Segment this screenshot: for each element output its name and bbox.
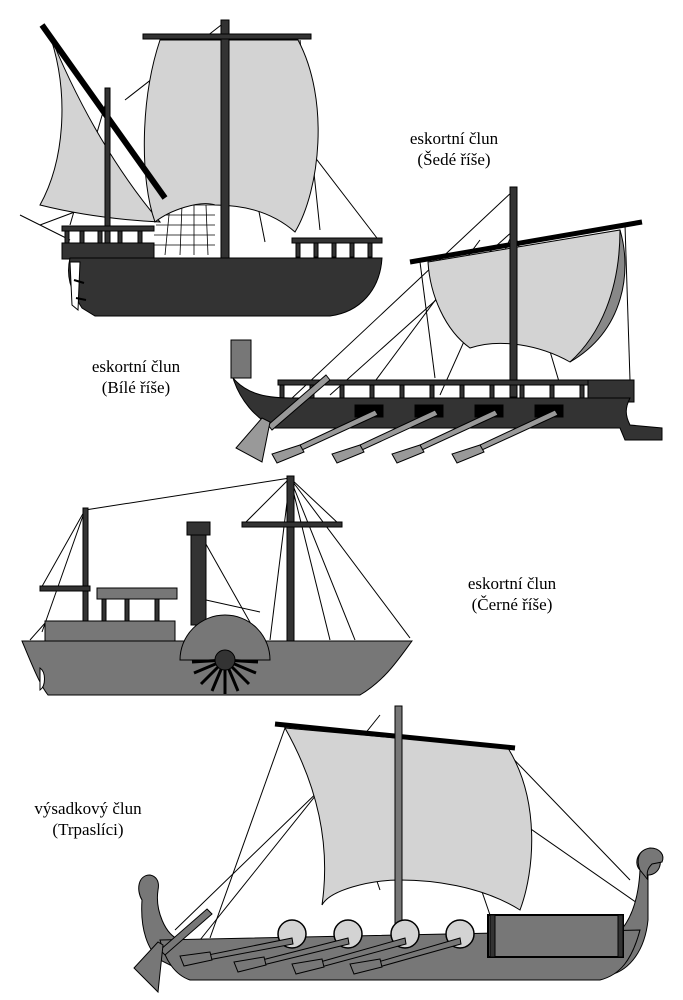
ship-realm: (Trpaslíci) — [52, 820, 124, 839]
fore-mast — [82, 507, 89, 641]
bow-railing — [291, 237, 383, 258]
funnel-cap — [186, 521, 211, 536]
funnel — [190, 534, 207, 626]
oars — [271, 409, 559, 464]
hull — [232, 377, 663, 441]
ship-dwarves — [133, 705, 664, 994]
stern-railing — [61, 225, 155, 260]
dragon-head — [637, 847, 664, 881]
caption-white-realm: eskortní člun (Bílé říše) — [82, 356, 190, 398]
ship-realm: (Šedé říše) — [417, 150, 491, 169]
caption-black-realm: eskortní člun (Černé říše) — [458, 573, 566, 615]
shields — [277, 919, 475, 949]
stern-post — [230, 339, 252, 379]
ship-realm: (Bílé říše) — [101, 378, 171, 397]
hull — [68, 257, 383, 317]
oars — [179, 937, 462, 975]
ship-black-realm — [21, 475, 413, 696]
deck-house — [44, 620, 176, 642]
steering-oar — [133, 908, 213, 994]
stern-notch — [39, 667, 45, 691]
ship-name: eskortní člun — [467, 574, 557, 593]
paddle-hub — [214, 649, 236, 671]
ship-white-realm — [230, 186, 663, 464]
main-mast — [509, 186, 518, 398]
rigging-lines — [29, 477, 411, 641]
paddle-box — [179, 614, 271, 661]
main-mast — [220, 19, 230, 261]
bridge-roof — [96, 587, 178, 600]
main-mast — [394, 705, 403, 931]
main-yard — [409, 219, 643, 265]
caption-grey-realm: eskortní člun (Šedé říše) — [400, 128, 508, 170]
lateen-sail — [39, 29, 162, 223]
caption-dwarves: výsadkový člun (Trpaslíci) — [24, 798, 152, 840]
lateen-yard — [39, 23, 168, 200]
ship-name: eskortní člun — [91, 357, 181, 376]
sail-shadow — [569, 229, 626, 363]
ship-realm: (Černé říše) — [471, 595, 553, 614]
cargo-box — [487, 914, 624, 958]
main-mast — [286, 475, 295, 643]
ship-name: eskortní člun — [409, 129, 499, 148]
steering-oar — [235, 374, 331, 463]
main-yard — [142, 33, 312, 40]
main-yard — [241, 521, 343, 528]
rudder — [69, 261, 81, 312]
ratlines — [152, 204, 215, 256]
ship-name: výsadkový člun — [34, 799, 142, 818]
main-sail — [143, 39, 319, 233]
ship-grey-realm — [19, 19, 383, 317]
main-sail — [284, 727, 533, 911]
fore-yard — [39, 585, 91, 592]
